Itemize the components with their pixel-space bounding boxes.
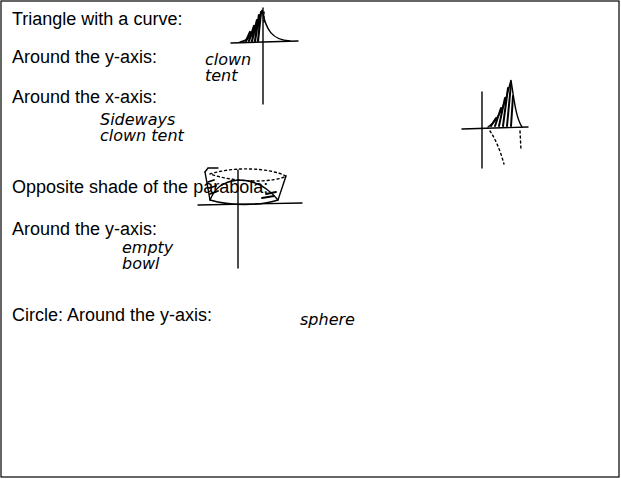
sideways-curve-sketch — [462, 80, 528, 168]
handwritten-answer: Sideways clown tent — [100, 112, 195, 144]
note-text: Around the x-axis: — [12, 88, 157, 108]
note-text: Around the y-axis: — [12, 48, 157, 68]
note-text: Around the y-axis: — [12, 220, 157, 240]
handwritten-answer: sphere — [300, 312, 355, 328]
heading-text: Triangle with a curve: — [12, 10, 182, 30]
heading-text: Opposite shade of the parabola: — [12, 178, 268, 198]
handwritten-answer: empty bowl — [122, 240, 172, 272]
heading-text: Circle: Around the y-axis: — [12, 306, 212, 326]
handwritten-answer: clown tent — [205, 52, 263, 84]
